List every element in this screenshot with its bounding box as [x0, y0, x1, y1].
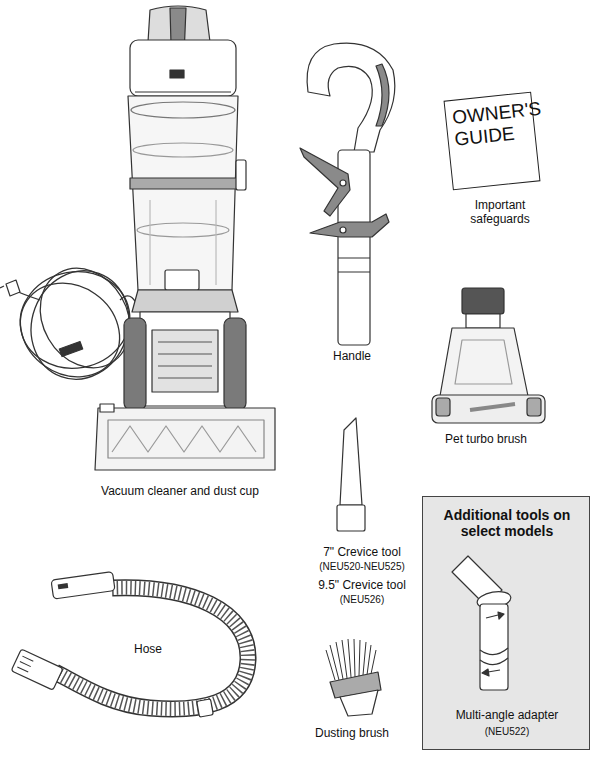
handle-part [300, 43, 395, 345]
part-label: 9.5" Crevice tool [287, 578, 437, 592]
booklet-title: OWNER'S GUIDE [451, 99, 529, 150]
additional-tools-panel [422, 496, 590, 750]
part-label: Pet turbo brush [416, 432, 556, 446]
part-label: Vacuum cleaner and dust cup [70, 484, 290, 498]
crevice-tool [337, 418, 365, 531]
panel-heading: Additional tools on select models [437, 507, 577, 539]
model-number: (NEU520-NEU525) [287, 561, 437, 573]
part-label: Dusting brush [292, 726, 412, 740]
hose-part [11, 572, 248, 717]
model-number: (NEU522) [427, 726, 587, 738]
vacuum-cleaner [0, 6, 275, 470]
pet-turbo-brush [432, 288, 545, 423]
part-label: Handle [312, 349, 392, 363]
owners-guide-booklet: OWNER'S GUIDE [444, 92, 541, 191]
part-label: Hose [108, 642, 188, 656]
part-label: Multi-angle adapter [427, 709, 587, 723]
part-label: Important safeguards [461, 198, 539, 227]
additional-tools-box: Additional tools on select modelsMulti-a… [422, 496, 590, 750]
dusting-brush [326, 639, 381, 716]
part-label: 7" Crevice tool [287, 545, 437, 559]
model-number: (NEU526) [287, 594, 437, 606]
